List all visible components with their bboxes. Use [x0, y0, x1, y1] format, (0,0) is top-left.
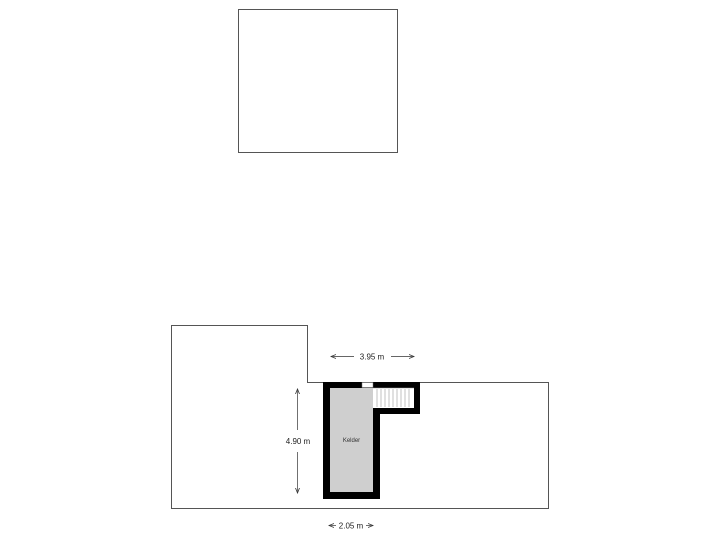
room-label-kelder: Kelder — [343, 438, 360, 444]
dimension-label-height: 4.90 m — [286, 437, 311, 446]
dimension-top-width: 3.95 m — [331, 353, 414, 362]
upper-building-outline — [238, 9, 398, 153]
door-opening — [361, 382, 374, 388]
staircase — [373, 387, 414, 408]
ground-plot-outline — [171, 325, 549, 509]
dimension-label-top-width: 3.95 m — [360, 353, 385, 362]
dimension-bottom-width: 2.05 m — [329, 522, 373, 531]
dimension-label-bottom-width: 2.05 m — [339, 522, 364, 531]
kelder-room-floor — [330, 388, 373, 492]
dimension-height: 4.90 m — [286, 389, 311, 493]
